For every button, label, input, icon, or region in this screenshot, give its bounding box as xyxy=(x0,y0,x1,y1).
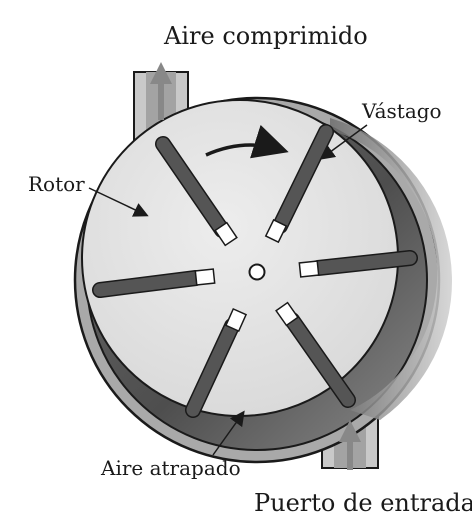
rotor-label: Rotor xyxy=(28,172,85,196)
trapped-air-label: Aire atrapado xyxy=(100,456,241,480)
vane-upper-right xyxy=(264,124,334,244)
outlet-flow-arrow-icon xyxy=(150,62,172,120)
inlet-label: Puerto de entrada xyxy=(254,489,472,517)
rotor-leader-line xyxy=(88,187,149,217)
vane-label: Vástago xyxy=(361,99,442,123)
vane-lower-left xyxy=(185,307,248,418)
vane-leader-line xyxy=(319,124,368,160)
chamber-sheen xyxy=(330,118,453,420)
vane-right xyxy=(298,250,418,278)
rotation-arrow-icon xyxy=(205,124,289,159)
trapped-air-leader-line xyxy=(212,410,245,456)
vanes xyxy=(92,124,418,418)
inlet-flow-arrow-icon xyxy=(339,420,361,470)
shaft xyxy=(248,263,266,281)
vane-left xyxy=(92,268,216,298)
vane-upper-left xyxy=(155,136,238,247)
vane-lower-right xyxy=(275,301,356,408)
outlet-label: Aire comprimido xyxy=(163,22,368,50)
